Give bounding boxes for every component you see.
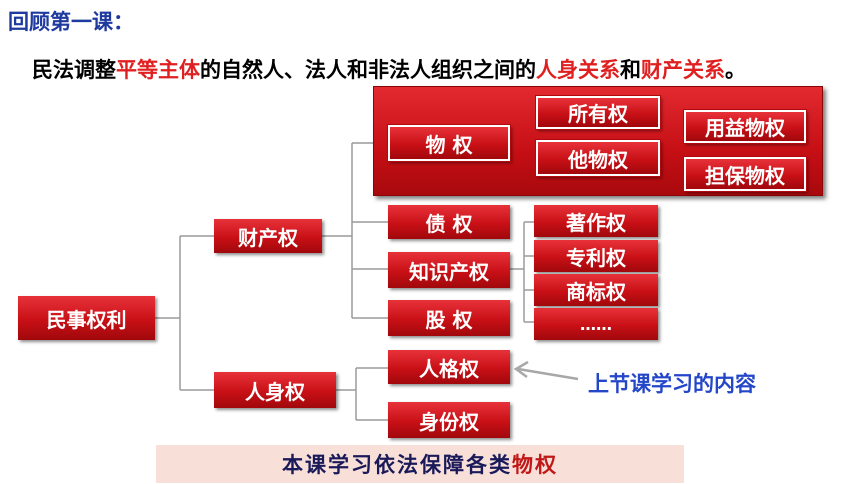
intro-highlight-equal-subjects: 平等主体 (116, 58, 200, 82)
intro-highlight-personal: 人身关系 (536, 58, 620, 82)
banner-highlight: 物权 (512, 452, 558, 477)
node-trademark: 商标权 (534, 274, 658, 306)
node-equity-right: 股 权 (388, 300, 510, 336)
intro-text-4: 。 (725, 58, 746, 82)
node-ip-right: 知识产权 (388, 252, 510, 288)
node-personal-right: 人身权 (214, 372, 336, 408)
node-security-right: 担保物权 (683, 156, 807, 192)
lesson-banner: 本课学习依法保障各类物权 (156, 445, 684, 483)
intro-text-2: 的自然人、法人和非法人组织之间的 (200, 58, 536, 82)
node-copyright: 著作权 (534, 205, 658, 237)
intro-sentence: 民法调整平等主体的自然人、法人和非法人组织之间的人身关系和财产关系。 (32, 54, 746, 84)
node-usufruct-right: 用益物权 (683, 109, 807, 144)
node-ownership: 所有权 (535, 95, 661, 130)
node-property-right: 财产权 (214, 219, 322, 253)
review-heading: 回顾第一课： (8, 10, 134, 34)
node-civil-rights: 民事权利 (18, 296, 155, 340)
previous-lesson-note: 上节课学习的内容 (588, 372, 756, 396)
banner-text: 本课学习依法保障各类 (282, 452, 512, 477)
node-identity-right: 身份权 (388, 402, 510, 438)
node-real-right: 物 权 (387, 124, 511, 162)
intro-highlight-property: 财产关系 (641, 58, 725, 82)
node-other-real-right: 他物权 (535, 139, 661, 177)
node-patent: 专利权 (534, 240, 658, 272)
node-creditor-right: 债 权 (388, 205, 510, 239)
node-ellipsis: …… (534, 308, 658, 340)
intro-text-1: 民法调整 (32, 58, 116, 82)
intro-text-3: 和 (620, 58, 641, 82)
node-personality-right: 人格权 (388, 350, 510, 384)
